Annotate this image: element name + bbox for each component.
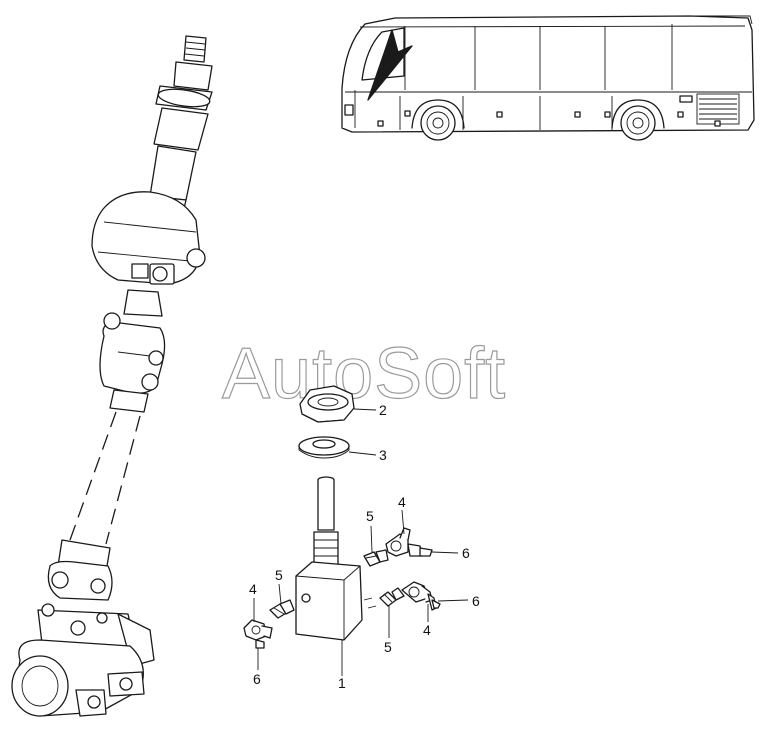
bus-illustration	[341, 15, 755, 141]
fitting-6-left	[255, 639, 265, 649]
callout-6-left: 6	[253, 671, 261, 687]
callout-6-upper: 6	[462, 545, 470, 561]
fitting-5-lower	[379, 587, 405, 607]
fitting-4-left	[243, 619, 273, 641]
part-2-hex-nut	[299, 385, 355, 423]
callout-2: 2	[379, 402, 387, 418]
part-3-washer	[298, 436, 350, 459]
callout-3: 3	[379, 447, 387, 463]
part-1-valve-body	[295, 476, 363, 641]
callout-5-upper: 5	[366, 508, 374, 524]
steering-column	[11, 35, 213, 717]
callout-4-lower: 4	[423, 622, 431, 638]
callout-1: 1	[338, 675, 346, 691]
fitting-6-lower	[427, 593, 441, 611]
callout-5-lower: 5	[384, 639, 392, 655]
fitting-4-upper	[385, 527, 411, 557]
callout-4-upper: 4	[398, 494, 406, 510]
autosoft-watermark: AutoSoft	[222, 334, 506, 414]
fitting-4-lower	[401, 581, 433, 603]
callout-4-left: 4	[249, 581, 257, 597]
fitting-6-upper	[407, 543, 433, 557]
callout-5-left: 5	[275, 567, 283, 583]
callout-6-lower: 6	[472, 593, 480, 609]
fitting-5-upper	[363, 549, 389, 567]
fitting-5-left	[269, 599, 295, 619]
leader-lines	[253, 408, 469, 676]
